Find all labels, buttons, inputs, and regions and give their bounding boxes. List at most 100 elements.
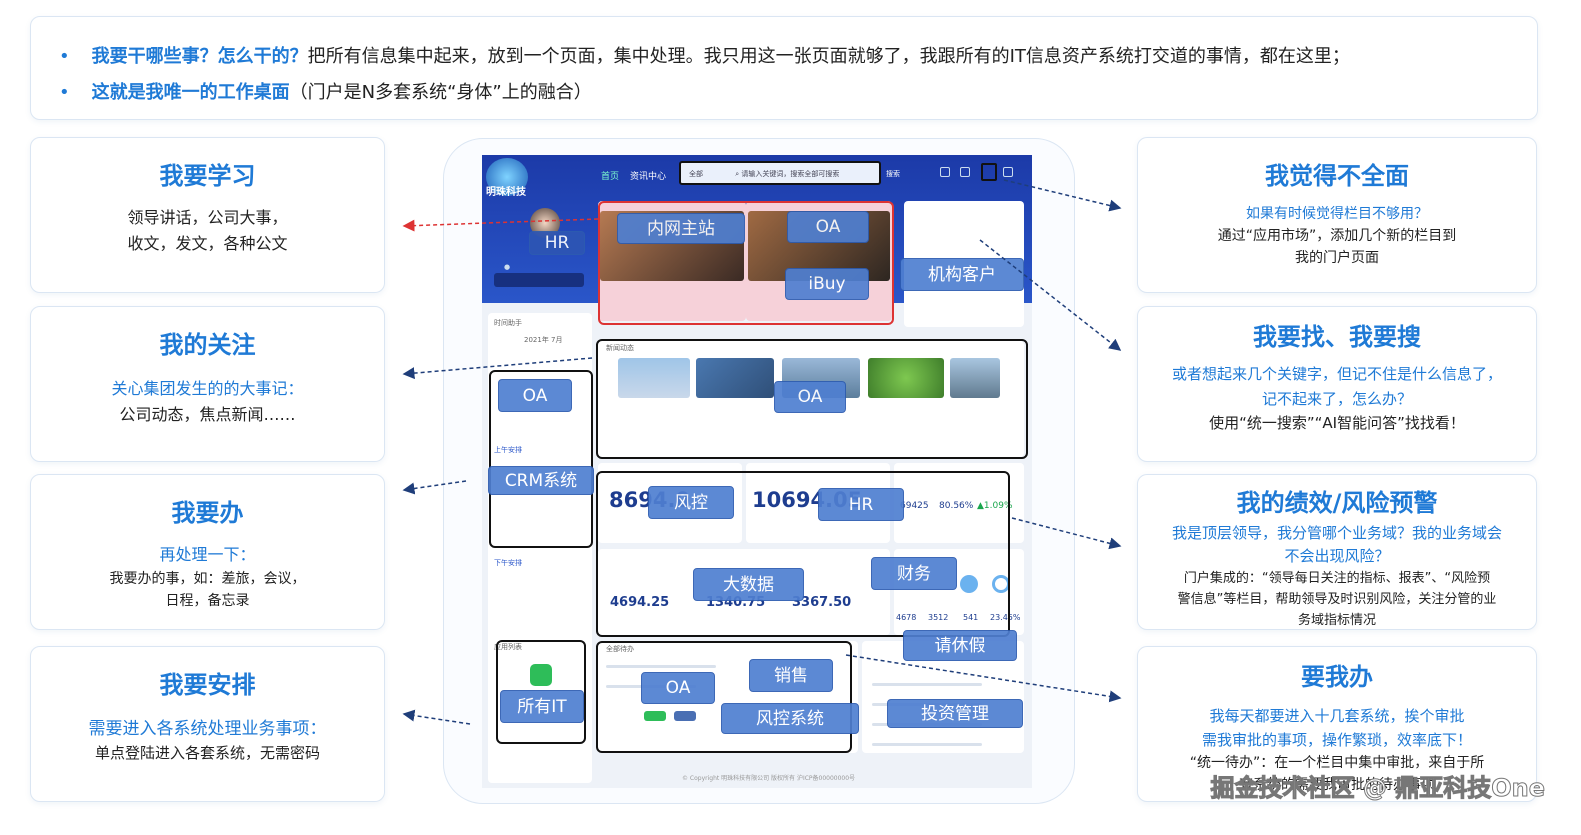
- arrow-arrange: [402, 709, 471, 725]
- kpi-value-6: 69425: [900, 501, 929, 511]
- label-org-customer[interactable]: 机构客户: [900, 258, 1024, 291]
- arrow-incomplete: [1003, 179, 1122, 212]
- portal-footer: © Copyright 明珠科技有限公司 版权所有 沪ICP备00000000号: [682, 775, 856, 782]
- label-hr[interactable]: HR: [818, 488, 904, 521]
- label-risk[interactable]: 风控: [648, 486, 734, 519]
- label-ibuy[interactable]: iBuy: [785, 268, 869, 300]
- outline-todo: [596, 641, 852, 753]
- nav-news-center[interactable]: 资讯中心: [630, 172, 667, 182]
- top-summary-box: •我要干哪些事？怎么干的？把所有信息集中起来，放到一个页面，集中处理。我只用这一…: [30, 16, 1538, 120]
- right-card-subtitle: 我每天都要进入十几套系统，挨个审批: [1209, 707, 1465, 725]
- todo-title: 全部待办: [606, 645, 634, 653]
- calendar-title: 时间助手: [494, 319, 522, 327]
- label-investment[interactable]: 投资管理: [887, 699, 1023, 728]
- right-card-body-line: 门户集成的：“领导每日关注的指标、报表”、“风险预: [1183, 571, 1491, 586]
- label-bigdata[interactable]: 大数据: [693, 568, 804, 601]
- left-card-body-line: 单点登陆进入各套系统，无需密码: [94, 744, 320, 762]
- news-title: 新闻动态: [606, 344, 634, 352]
- left-card-focus: 我的关注 关心集团发生的的大事记： 公司动态，焦点新闻……: [30, 306, 385, 462]
- risk-gauge-icon: [960, 575, 978, 593]
- label-sales[interactable]: 销售: [749, 659, 833, 692]
- right-card-title: 我要找、我要搜: [1253, 323, 1421, 351]
- camera-icon[interactable]: [981, 163, 997, 181]
- window-icon[interactable]: [1003, 167, 1013, 177]
- right-card-body-line: “统一待办”：在一个栏目中集中审批，来自于所: [1189, 755, 1485, 771]
- right-card-subtitle: 不会出现风险？: [1284, 547, 1390, 565]
- risk-value-9: 4678: [896, 613, 917, 622]
- approval-row[interactable]: [872, 743, 982, 746]
- risk-value-11: 541: [963, 613, 979, 622]
- label-all-it[interactable]: 所有IT: [500, 690, 584, 723]
- label-oa[interactable]: OA: [787, 211, 869, 243]
- portal-logo-text: 明珠科技: [486, 187, 526, 198]
- logo-icon: [486, 158, 528, 196]
- left-card-learn: 我要学习 领导讲话，公司大事， 收文，发文，各种公文: [30, 137, 385, 293]
- news-image[interactable]: [950, 358, 1000, 398]
- approval-row[interactable]: [872, 683, 982, 686]
- right-card-title: 要我办: [1301, 663, 1373, 691]
- summary-line-1-text: 把所有信息集中起来，放到一个页面，集中处理。我只用这一张页面就够了，我跟所有的I…: [307, 46, 1350, 67]
- search-button[interactable]: 搜索: [886, 170, 900, 178]
- left-card-subtitle: 需要进入各系统处理业务事项：: [88, 719, 327, 739]
- summary-line-2: •这就是我唯一的工作桌面（门户是N多套系统“身体”上的融合）: [59, 82, 592, 103]
- label-intranet[interactable]: 内网主站: [617, 213, 745, 244]
- arrow-performance: [1011, 517, 1122, 550]
- calendar-month[interactable]: 2021年 7月: [524, 336, 563, 344]
- user-phone-bar: [494, 273, 584, 287]
- user-detail: ●: [504, 263, 511, 271]
- outline-kpi: [596, 471, 1010, 637]
- approve-button[interactable]: [644, 711, 666, 721]
- right-card-body-line: 有系统的需要我审批的待办事项: [1239, 777, 1435, 793]
- right-card-subtitle: 我是顶层领导，我分管哪个业务域？我的业务域会: [1171, 524, 1502, 542]
- shirt-icon[interactable]: [940, 167, 950, 177]
- exit-icon[interactable]: [960, 167, 970, 177]
- news-image[interactable]: [618, 358, 690, 398]
- search-placeholder: 请输入关键词，搜索全部可搜索: [741, 170, 840, 178]
- left-card-body-line: 领导讲话，公司大事，: [127, 208, 288, 227]
- right-card-subtitle: 记不起来了，怎么办？: [1261, 390, 1412, 408]
- search-bar[interactable]: 全部 ⌕ 请输入关键词，搜索全部可搜索: [679, 161, 881, 185]
- right-card-body-line: 务域指标情况: [1297, 613, 1376, 628]
- label-oa-todo[interactable]: OA: [641, 672, 715, 704]
- kpi-value-8: ▲1.09%: [977, 501, 1013, 511]
- arrow-learn: [402, 218, 599, 232]
- app-icon[interactable]: [530, 664, 552, 686]
- news-image[interactable]: [868, 358, 944, 398]
- right-card-body-line: 通过“应用市场”，添加几个新的栏目到: [1217, 228, 1457, 244]
- label-oa-calendar[interactable]: OA: [498, 379, 572, 412]
- label-oa-news[interactable]: OA: [774, 381, 846, 413]
- label-risk-system[interactable]: 风控系统: [721, 703, 859, 734]
- search-icon: ⌕: [735, 170, 740, 178]
- arrow-search: [979, 239, 1122, 351]
- right-card-title: 我的绩效/风险预警: [1236, 489, 1438, 517]
- right-card-performance: 我的绩效/风险预警 我是顶层领导，我分管哪个业务域？我的业务域会 不会出现风险？…: [1137, 474, 1537, 630]
- todo-row[interactable]: [606, 665, 716, 668]
- right-card-subtitle: 或者想起来几个关键字，但记不住是什么信息了，: [1171, 365, 1502, 383]
- left-card-body-line: 收文，发文，各种公文: [127, 234, 288, 253]
- summary-line-1-highlight: 我要干哪些事？怎么干的？: [91, 46, 308, 67]
- nav-home[interactable]: 首页: [601, 172, 620, 182]
- label-finance[interactable]: 财务: [871, 557, 957, 590]
- right-card-body-line: 警信息”等栏目，帮助领导及时识别风险，关注分管的业: [1177, 592, 1497, 607]
- label-crm[interactable]: CRM系统: [488, 466, 594, 495]
- left-card-body-line: 我要办的事，如：差旅，会议，: [109, 571, 306, 587]
- right-card-subtitle: 需我审批的事项，操作繁琐，效率底下！: [1201, 731, 1472, 749]
- summary-line-2-text: （门户是N多套系统“身体”上的融合）: [289, 82, 592, 103]
- watermark: 掘金技术社区 @ 鼎亚科技One: [1210, 774, 1545, 803]
- right-card-approve: 要我办 我每天都要进入十几套系统，挨个审批 需我审批的事项，操作繁琐，效率底下！…: [1137, 646, 1537, 802]
- outline-news: [596, 339, 1028, 459]
- reject-button[interactable]: [674, 711, 696, 721]
- outline-apps: [496, 640, 586, 744]
- right-card-title: 我觉得不全面: [1265, 162, 1409, 190]
- kpi-card: [894, 463, 1024, 543]
- arrow-approve: [845, 654, 1122, 703]
- label-leave[interactable]: 请休假: [903, 630, 1017, 661]
- right-card-search: 我要找、我要搜 或者想起来几个关键字，但记不住是什么信息了， 记不起来了，怎么办…: [1137, 306, 1537, 462]
- news-image[interactable]: [696, 358, 774, 398]
- ops-value-5: 3367.50: [792, 595, 852, 610]
- summary-line-1: •我要干哪些事？怎么干的？把所有信息集中起来，放到一个页面，集中处理。我只用这一…: [59, 46, 1350, 67]
- left-card-arrange: 我要安排 需要进入各系统处理业务事项： 单点登陆进入各套系统，无需密码: [30, 646, 385, 802]
- search-scope[interactable]: 全部: [689, 170, 703, 178]
- left-card-todo: 我要办 再处理一下： 我要办的事，如：差旅，会议， 日程，备忘录: [30, 474, 385, 630]
